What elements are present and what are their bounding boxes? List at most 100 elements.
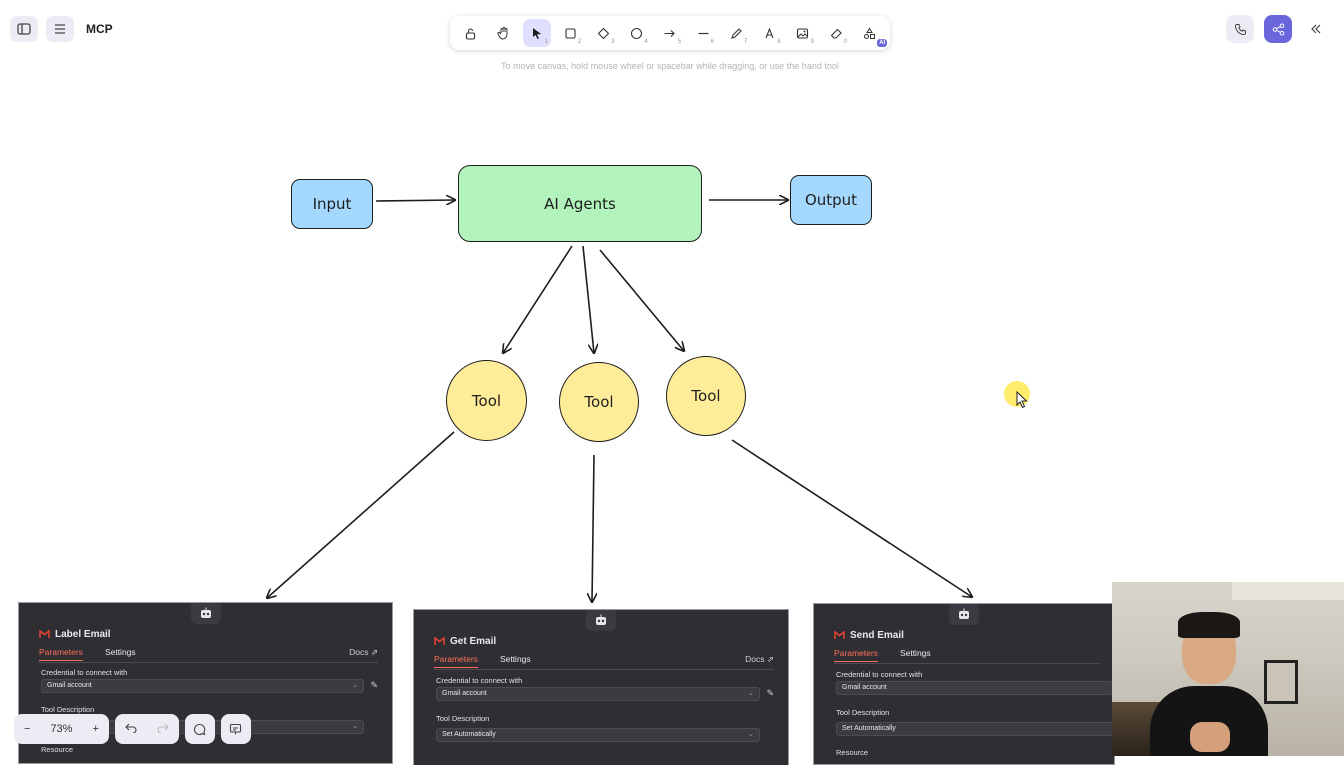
tool-node-1[interactable]: Tool	[446, 360, 527, 441]
webcam-overlay	[1112, 582, 1344, 756]
arrow-agents-to-tool-2[interactable]	[582, 245, 594, 353]
share-button[interactable]	[1264, 15, 1292, 43]
tool-shortcut: 7	[744, 39, 748, 45]
shapes-icon	[863, 27, 875, 39]
credential-select[interactable]: Gmail account⌄	[41, 679, 364, 693]
output-label: Output	[804, 191, 858, 209]
double-chevron-left-icon	[1311, 24, 1321, 34]
tool-rectangle[interactable]: 2	[556, 19, 584, 47]
tool-node-3[interactable]: Tool	[666, 356, 746, 436]
arrow-agents-to-tool-1[interactable]	[503, 245, 573, 353]
call-button[interactable]	[1226, 15, 1254, 43]
edit-credential-icon[interactable]: ✎	[370, 680, 378, 690]
tool-description-select[interactable]: Set Automatically	[836, 722, 1114, 736]
ai-agents-label: AI Agents	[544, 194, 616, 213]
hand-icon	[497, 27, 508, 40]
gmail-icon	[434, 637, 445, 645]
tool-draw[interactable]: 7	[722, 19, 750, 47]
arrow-input-to-agents[interactable]	[375, 200, 455, 201]
presentation-button[interactable]	[220, 714, 251, 744]
arrow-tool-2-to-panel[interactable]	[592, 454, 594, 602]
panel-tabs: Parameters Settings Docs ⇗	[39, 647, 378, 661]
redo-icon	[157, 723, 169, 734]
tool-shortcut: 8	[777, 39, 781, 45]
tool-description-label: Tool Description	[436, 714, 490, 723]
tab-settings[interactable]: Settings	[499, 654, 531, 664]
send-email-panel: Send Email Parameters Settings Credentia…	[814, 604, 1114, 764]
tool-label: Tool	[471, 391, 502, 410]
sidebar-toggle-button[interactable]	[10, 16, 38, 42]
ai-agents-node[interactable]: AI Agents	[458, 165, 702, 242]
zoom-controls: − 73% +	[14, 714, 109, 744]
tool-arrow[interactable]: 5	[656, 19, 684, 47]
gmail-icon	[834, 631, 845, 639]
bottom-controls: − 73% +	[14, 714, 251, 744]
tab-parameters[interactable]: Parameters	[39, 647, 83, 661]
tab-settings[interactable]: Settings	[899, 648, 931, 658]
docs-link[interactable]: Docs ⇗	[349, 647, 378, 657]
tool-shortcut: 3	[611, 39, 615, 45]
undo-button[interactable]	[115, 723, 147, 736]
tool-hand[interactable]	[490, 19, 518, 47]
tool-description-label: Tool Description	[836, 708, 890, 717]
tool-eraser[interactable]: 0	[822, 19, 850, 47]
image-icon	[797, 27, 809, 39]
eraser-icon	[830, 28, 842, 39]
get-email-panel: Get Email Parameters Settings Docs ⇗ Cre…	[414, 610, 788, 765]
tool-description-label: Tool Description	[41, 705, 95, 714]
tool-shortcut: 6	[710, 39, 715, 45]
tab-parameters[interactable]: Parameters	[834, 648, 878, 662]
input-node[interactable]: Input	[291, 179, 373, 229]
tool-text[interactable]: 8	[756, 19, 784, 47]
presentation-icon	[230, 723, 242, 734]
redo-button[interactable]	[147, 723, 179, 736]
chevron-down-icon: ⌄	[352, 682, 358, 689]
credential-select[interactable]: Gmail account⌄	[436, 687, 760, 701]
tool-label: Tool	[584, 393, 614, 411]
credential-value: Gmail account	[842, 684, 887, 691]
output-node[interactable]: Output	[790, 175, 872, 225]
lock-icon	[466, 27, 476, 40]
panel-title: Get Email	[434, 636, 496, 647]
divider	[834, 663, 1100, 664]
edit-credential-icon[interactable]: ✎	[766, 688, 774, 698]
tool-description-value: Set Automatically	[442, 731, 496, 738]
tool-description-select[interactable]: Set Automatically ⌄	[436, 728, 760, 742]
arrow-tool-3-to-panel[interactable]	[731, 439, 972, 597]
zoom-in-button[interactable]: +	[92, 723, 99, 735]
tool-image[interactable]: 9	[789, 19, 817, 47]
chat-bubble-icon	[194, 723, 206, 735]
docs-text: Docs	[745, 654, 765, 664]
tool-selection[interactable]: 1	[523, 19, 552, 47]
arrow-tool-1-to-panel[interactable]	[267, 431, 455, 598]
arrow-agents-to-tool-3[interactable]	[599, 249, 684, 351]
chevron-down-icon: ⌄	[748, 731, 754, 738]
panel-title-text: Send Email	[850, 630, 904, 641]
credential-select[interactable]: Gmail account	[836, 681, 1114, 695]
tool-more[interactable]: AI	[855, 19, 888, 47]
tool-node-2[interactable]: Tool	[559, 362, 639, 442]
tool-shortcut: 9	[810, 39, 814, 45]
credential-label: Credential to connect with	[836, 670, 923, 679]
tool-diamond[interactable]: 3	[589, 19, 617, 47]
arrow-icon	[664, 29, 676, 37]
docs-link[interactable]: Docs ⇗	[745, 654, 774, 664]
collapse-sidebar-button[interactable]	[1302, 15, 1330, 43]
tool-shortcut: 1	[544, 39, 549, 45]
undo-icon	[125, 723, 137, 734]
top-right-controls	[1226, 15, 1330, 43]
zoom-level[interactable]: 73%	[50, 723, 73, 735]
comment-button[interactable]	[184, 714, 215, 744]
chevron-down-icon: ⌄	[748, 690, 754, 697]
tab-parameters[interactable]: Parameters	[434, 654, 478, 668]
zoom-out-button[interactable]: −	[24, 723, 31, 735]
panel-tabs: Parameters Settings	[834, 648, 1100, 662]
rectangle-icon	[565, 27, 576, 39]
tab-settings[interactable]: Settings	[104, 647, 136, 657]
tool-ellipse[interactable]: 4	[623, 19, 651, 47]
tool-lock[interactable]	[457, 19, 485, 47]
tool-line[interactable]: 6	[689, 19, 717, 47]
main-menu-button[interactable]	[46, 16, 74, 42]
divider	[39, 662, 378, 663]
